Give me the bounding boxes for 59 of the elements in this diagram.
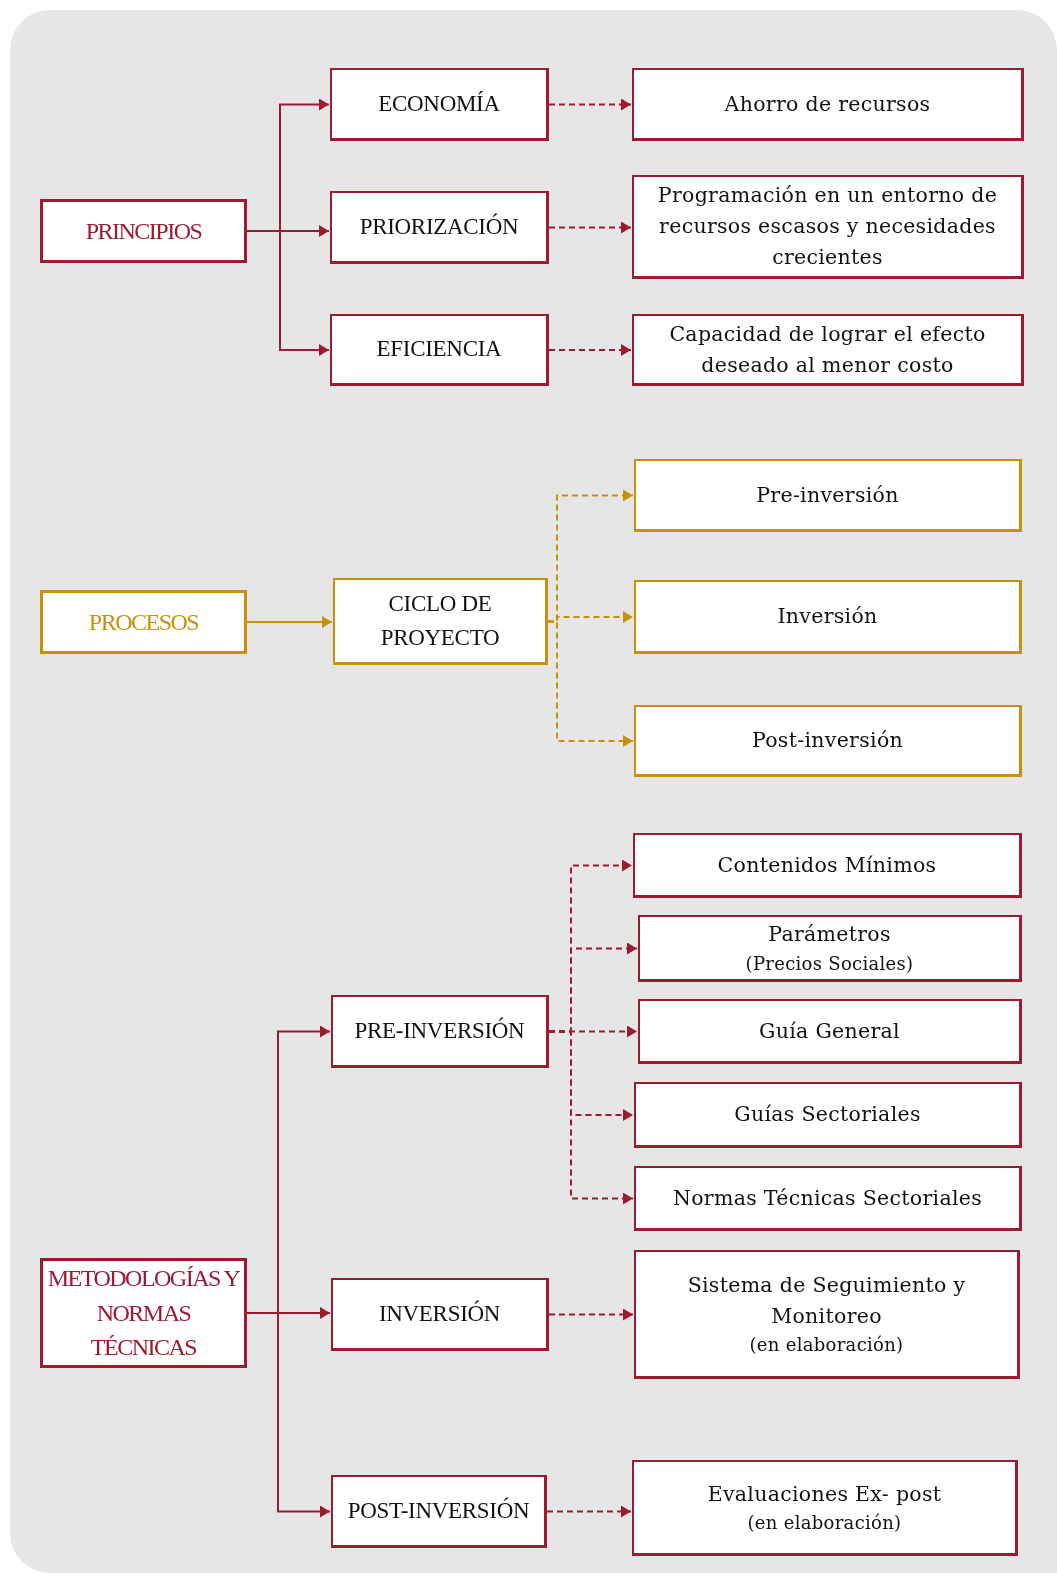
arrow: [548, 221, 632, 234]
description-box: [634, 459, 1022, 532]
stage-box: [331, 1475, 547, 1548]
description-box: [634, 705, 1022, 777]
stage-box: [331, 995, 549, 1068]
arrow: [547, 620, 634, 747]
box-label: Parámetros: [768, 921, 891, 949]
box-label: POST-INVERSIÓN: [347, 1496, 530, 1525]
description-box: [632, 1460, 1018, 1556]
box-label: Programación en un entorno de recursos escasos y necesidades crecientes: [656, 182, 999, 271]
box-label: Normas Técnicas Sectoriales: [672, 1184, 983, 1212]
arrow: [246, 1312, 331, 1518]
box-label: PRE-INVERSIÓN: [354, 1016, 525, 1045]
box-label: (en elaboración): [749, 1333, 904, 1358]
arrow: [246, 230, 330, 356]
stage-box: [330, 314, 549, 386]
category-box: [40, 1258, 247, 1368]
box-label: METODOLOGÍAS Y NORMAS TÉCNICAS: [47, 1263, 240, 1363]
box-label: PRINCIPIOS: [85, 216, 202, 246]
description-box: [638, 915, 1022, 982]
description-box: [638, 999, 1022, 1064]
box-label: Ahorro de recursos: [724, 90, 931, 118]
arrow: [548, 1030, 634, 1205]
box-label: EFICIENCIA: [376, 335, 502, 364]
description-box: [633, 833, 1022, 898]
box-label: Inversión: [777, 603, 878, 631]
description-box: [632, 68, 1024, 141]
arrow: [548, 98, 632, 111]
stage-box: [330, 68, 549, 141]
box-label: INVERSIÓN: [378, 1299, 501, 1328]
description-box: [632, 314, 1024, 386]
stage-box: [333, 578, 548, 665]
box-label: CICLO DE PROYECTO: [379, 589, 501, 652]
box-label: PRIORIZACIÓN: [359, 212, 519, 241]
stage-box: [330, 191, 549, 264]
description-box: [634, 580, 1022, 654]
box-label: (Precios Sociales): [745, 951, 914, 976]
box-label: ECONOMÍA: [378, 89, 500, 118]
box-label: Contenidos Mínimos: [717, 851, 937, 879]
box-label: Guías Sectoriales: [734, 1101, 921, 1129]
box-label: Pre-inversión: [756, 481, 899, 509]
box-label: Capacidad de lograr el efecto deseado al menor costo: [668, 320, 987, 379]
description-box: [634, 1166, 1022, 1231]
category-box: [40, 590, 247, 654]
description-box: [634, 1250, 1020, 1379]
box-label: (en elaboración): [747, 1511, 902, 1536]
arrow: [246, 616, 333, 628]
description-box: [632, 175, 1024, 279]
box-label: Post-inversión: [751, 727, 904, 755]
arrow: [548, 344, 632, 356]
stage-box: [331, 1278, 549, 1351]
category-box: [40, 199, 247, 263]
box-label: PROCESOS: [88, 607, 199, 637]
description-box: [634, 1082, 1022, 1148]
box-label: Sistema de Seguimiento y Monitoreo: [686, 1271, 967, 1330]
arrow: [548, 1308, 634, 1321]
arrow: [546, 1505, 632, 1518]
box-label: Evaluaciones Ex- post: [707, 1480, 942, 1508]
box-label: Guía General: [759, 1017, 900, 1045]
